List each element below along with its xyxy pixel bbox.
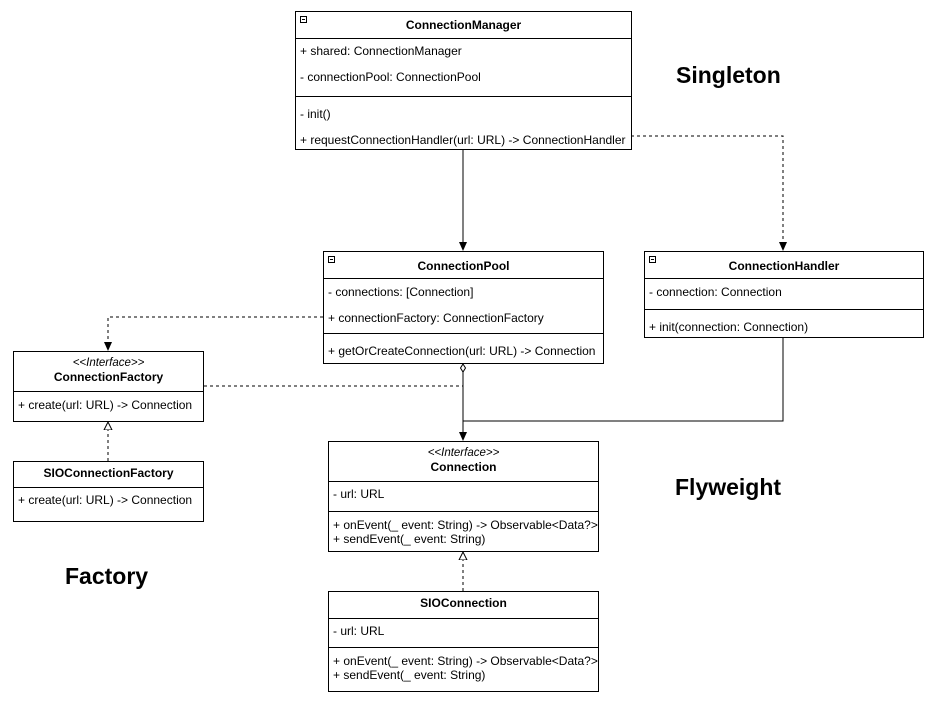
stereotype-label: <<Interface>>	[72, 357, 145, 369]
separator	[329, 511, 598, 512]
separator	[329, 647, 598, 648]
method: + sendEvent(_ event: String)	[333, 532, 486, 546]
class-name: SIOConnection	[420, 596, 507, 610]
method: - init()	[300, 107, 331, 121]
method: + onEvent(_ event: String) -> Observable…	[333, 518, 598, 532]
attribute: - connection: Connection	[649, 285, 782, 299]
separator	[645, 309, 923, 310]
class-name: Connection	[430, 460, 497, 474]
method: + init(connection: Connection)	[649, 320, 809, 334]
sio-connection-class[interactable]: SIOConnection - url: URL + onEvent(_ eve…	[328, 591, 599, 692]
handler-to-connection-association	[463, 338, 784, 422]
flyweight-label: Flyweight	[675, 474, 782, 500]
singleton-label: Singleton	[676, 62, 781, 88]
collapse-icon[interactable]	[649, 256, 656, 263]
class-header: SIOConnectionFactory	[14, 462, 203, 487]
class-name: ConnectionFactory	[53, 370, 164, 384]
class-name: ConnectionPool	[417, 259, 510, 273]
connection-manager-class[interactable]: ConnectionManager + shared: ConnectionMa…	[295, 11, 632, 150]
separator	[645, 278, 923, 279]
class-header: ConnectionHandler	[645, 252, 923, 278]
separator	[324, 333, 603, 334]
separator	[324, 278, 603, 279]
class-header: <<Interface>> ConnectionFactory	[14, 352, 203, 391]
separator	[14, 391, 203, 392]
attribute: - connections: [Connection]	[328, 285, 474, 299]
attribute: - url: URL	[333, 487, 385, 501]
connection-pool-class[interactable]: ConnectionPool - connections: [Connectio…	[323, 251, 604, 364]
method: + getOrCreateConnection(url: URL) -> Con…	[328, 344, 596, 358]
pool-to-factory-dependency	[104, 316, 323, 351]
class-header: ConnectionPool	[324, 252, 603, 278]
connection-handler-class[interactable]: ConnectionHandler - connection: Connecti…	[644, 251, 924, 338]
collapse-icon[interactable]	[300, 16, 307, 23]
separator	[296, 38, 631, 39]
attribute: - connectionPool: ConnectionPool	[300, 70, 481, 84]
stereotype-label: <<Interface>>	[427, 447, 500, 459]
method: + create(url: URL) -> Connection	[18, 493, 193, 507]
separator	[329, 481, 598, 482]
attribute: + connectionFactory: ConnectionFactory	[328, 311, 544, 325]
connection-factory-interface[interactable]: <<Interface>> ConnectionFactory + create…	[13, 351, 204, 422]
class-name: ConnectionManager	[405, 18, 522, 32]
method: + onEvent(_ event: String) -> Observable…	[333, 654, 598, 668]
class-header: SIOConnection	[329, 592, 598, 618]
connection-interface[interactable]: <<Interface>> Connection - url: URL + on…	[328, 441, 599, 552]
method: + sendEvent(_ event: String)	[333, 668, 486, 682]
attribute: + shared: ConnectionManager	[300, 44, 462, 58]
class-header: ConnectionManager	[296, 12, 631, 38]
factory-label: Factory	[65, 563, 149, 589]
collapse-icon[interactable]	[328, 256, 335, 263]
sio-connection-factory-class[interactable]: SIOConnectionFactory + create(url: URL) …	[13, 461, 204, 522]
attribute: - url: URL	[333, 624, 385, 638]
separator	[14, 487, 203, 488]
method: + create(url: URL) -> Connection	[18, 398, 193, 412]
class-name: ConnectionHandler	[728, 259, 840, 273]
method: + requestConnectionHandler(url: URL) -> …	[300, 133, 626, 147]
separator	[329, 618, 598, 619]
class-name: SIOConnectionFactory	[43, 466, 174, 480]
class-header: <<Interface>> Connection	[329, 442, 598, 481]
separator	[296, 96, 631, 97]
manager-to-handler-dependency	[631, 135, 787, 251]
